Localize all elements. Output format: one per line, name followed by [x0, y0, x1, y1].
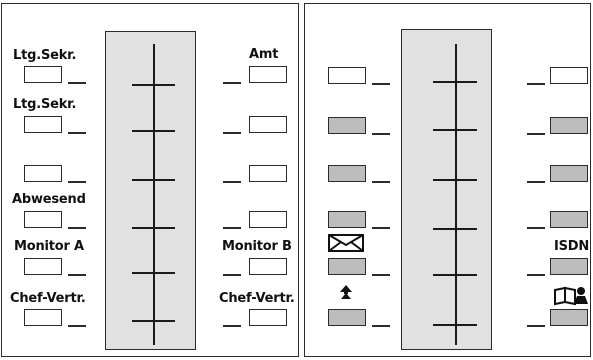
key-line: [372, 83, 390, 85]
strip-tick: [132, 84, 175, 86]
key-line: [223, 132, 241, 134]
key-line: [68, 227, 86, 229]
function-key-r-left-4[interactable]: [328, 211, 366, 228]
key-line: [223, 325, 241, 327]
key-line: [527, 83, 545, 85]
function-key-mid-4[interactable]: [249, 211, 287, 228]
label-strip-left: [105, 31, 196, 350]
strip-tick: [433, 228, 477, 230]
function-key-mid-5[interactable]: [249, 258, 287, 275]
function-key-mid-3[interactable]: [249, 165, 287, 182]
function-key-left-2[interactable]: [24, 116, 62, 133]
arrow-up-icon: [340, 285, 352, 299]
key-label-monitor-b: Monitor B: [222, 239, 292, 254]
key-line: [68, 82, 86, 84]
key-label-monitor-a: Monitor A: [14, 239, 84, 254]
key-label-abwesend: Abwesend: [12, 192, 86, 207]
strip-tick: [132, 320, 175, 322]
key-line: [68, 132, 86, 134]
function-key-left-3[interactable]: [24, 165, 62, 182]
key-line: [223, 181, 241, 183]
key-module-right: [304, 3, 591, 357]
strip-tick: [433, 274, 477, 276]
key-label-ltg-sekr-1: Ltg.Sekr.: [13, 48, 77, 63]
function-key-r-right-3[interactable]: [550, 165, 588, 182]
key-line: [68, 181, 86, 183]
strip-spine-left: [153, 44, 155, 345]
function-key-r-left-5[interactable]: [328, 258, 366, 275]
key-line: [372, 274, 390, 276]
function-key-left-6[interactable]: [24, 309, 62, 326]
key-line: [68, 274, 86, 276]
label-strip-right: [401, 29, 492, 350]
strip-spine-right: [455, 44, 457, 345]
strip-tick: [132, 227, 175, 229]
key-label-ltg-sekr-2: Ltg.Sekr.: [13, 97, 77, 112]
strip-tick: [132, 272, 175, 274]
function-key-r-left-3[interactable]: [328, 165, 366, 182]
key-line: [372, 325, 390, 327]
key-line: [372, 227, 390, 229]
function-key-r-right-1[interactable]: [550, 67, 588, 84]
strip-tick: [132, 179, 175, 181]
key-line: [527, 227, 545, 229]
function-key-mid-6[interactable]: [249, 309, 287, 326]
key-line: [68, 325, 86, 327]
function-key-r-left-1[interactable]: [328, 67, 366, 84]
key-line: [527, 325, 545, 327]
function-key-mid-2[interactable]: [249, 116, 287, 133]
phonebook-icon: [554, 286, 588, 306]
function-key-r-left-2[interactable]: [328, 117, 366, 134]
strip-tick: [433, 179, 477, 181]
strip-tick: [433, 129, 477, 131]
function-key-r-right-2[interactable]: [550, 117, 588, 134]
function-key-r-right-6[interactable]: [550, 309, 588, 326]
key-line: [372, 133, 390, 135]
key-label-amt: Amt: [249, 47, 279, 62]
key-line: [223, 274, 241, 276]
function-key-left-4[interactable]: [24, 211, 62, 228]
function-key-r-right-5[interactable]: [550, 258, 588, 275]
key-line: [527, 133, 545, 135]
mail-envelope-icon: [328, 234, 364, 252]
key-label-chef-vertr-left: Chef-Vertr.: [10, 291, 86, 306]
function-key-mid-1[interactable]: [249, 66, 287, 83]
strip-tick: [433, 324, 477, 326]
function-key-left-5[interactable]: [24, 258, 62, 275]
function-key-r-left-6[interactable]: [328, 309, 366, 326]
key-line: [372, 181, 390, 183]
function-key-r-right-4[interactable]: [550, 211, 588, 228]
strip-tick: [132, 130, 175, 132]
function-key-left-1[interactable]: [24, 66, 62, 83]
key-label-chef-vertr-right: Chef-Vertr.: [219, 291, 295, 306]
key-label-isdn: ISDN: [554, 239, 590, 254]
key-line: [223, 227, 241, 229]
key-line: [527, 181, 545, 183]
strip-tick: [433, 81, 477, 83]
key-line: [223, 82, 241, 84]
key-line: [527, 274, 545, 276]
